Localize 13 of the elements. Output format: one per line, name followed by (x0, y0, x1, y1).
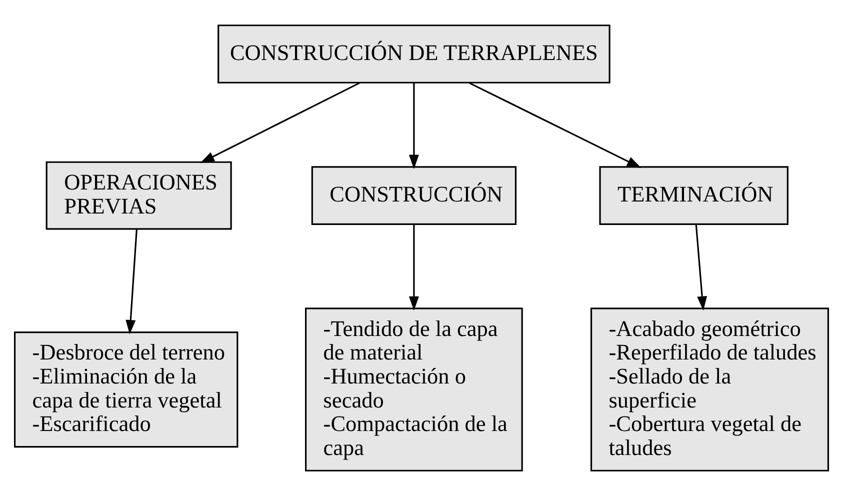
node-box: OPERACIONES PREVIAS (46, 161, 232, 230)
node-box: TERMINACIÓN (599, 166, 788, 225)
node-box: CONSTRUCCIÓN (311, 166, 517, 225)
arrow (408, 82, 419, 170)
arrow (468, 82, 642, 168)
arrow (695, 224, 708, 311)
arrow (200, 82, 360, 164)
node-box: -Desbroce del terreno -Eliminación de la capa de tierra vegetal -Escarificado (14, 332, 238, 448)
node-box: -Tendido de la capa de material -Humectación o secado -Compactación de la capa (305, 308, 523, 472)
node-box: CONSTRUCCIÓN DE TERRAPLENES (218, 24, 610, 84)
node-box: -Acabado geométrico -Reperfilado de taludes -Sellado de la superficie -Cobertura vegetal de taludes (590, 308, 829, 472)
arrow (126, 229, 138, 334)
arrow (408, 224, 419, 311)
